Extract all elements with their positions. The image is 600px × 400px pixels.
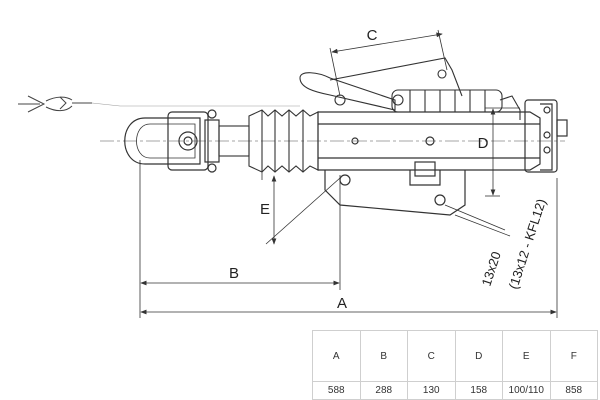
- header-cell-e: E: [502, 330, 551, 382]
- handbrake-lever: [299, 57, 521, 120]
- thread-spec-line1: 13x20: [479, 250, 504, 288]
- dimension-e: [261, 172, 341, 245]
- dimension-table: A B C D E F 588 288 130 158 100/110 858: [312, 330, 598, 400]
- value-cell-f: 858: [549, 381, 598, 400]
- breakaway-cable: [18, 95, 300, 113]
- dimension-d-label: D: [478, 135, 489, 152]
- dimension-a-label: A: [337, 295, 347, 312]
- dimension-c-label: C: [367, 27, 378, 44]
- value-cell-d: 158: [454, 381, 503, 400]
- dimension-table-header-row: A B C D E F: [312, 330, 598, 382]
- header-cell-b: B: [359, 330, 408, 382]
- dimension-d: [485, 107, 520, 197]
- value-cell-c: 130: [407, 381, 456, 400]
- header-cell-f: F: [549, 330, 598, 382]
- thread-callout-leader: [444, 204, 511, 237]
- dimension-c: [329, 29, 448, 97]
- thread-spec-line2: (13x12 - KFL12): [506, 197, 549, 291]
- header-cell-d: D: [454, 330, 503, 382]
- header-cell-a: A: [312, 330, 361, 382]
- header-cell-c: C: [407, 330, 456, 382]
- value-cell-e: 100/110: [502, 381, 551, 400]
- value-cell-a: 588: [312, 381, 361, 400]
- dimension-a: [139, 160, 558, 318]
- housing-body: [317, 99, 568, 216]
- dimension-b: [140, 175, 341, 290]
- value-cell-b: 288: [359, 381, 408, 400]
- dimension-table-value-row: 588 288 130 158 100/110 858: [312, 381, 598, 400]
- dimension-b-label: B: [229, 265, 239, 282]
- dimension-e-label: E: [260, 201, 270, 218]
